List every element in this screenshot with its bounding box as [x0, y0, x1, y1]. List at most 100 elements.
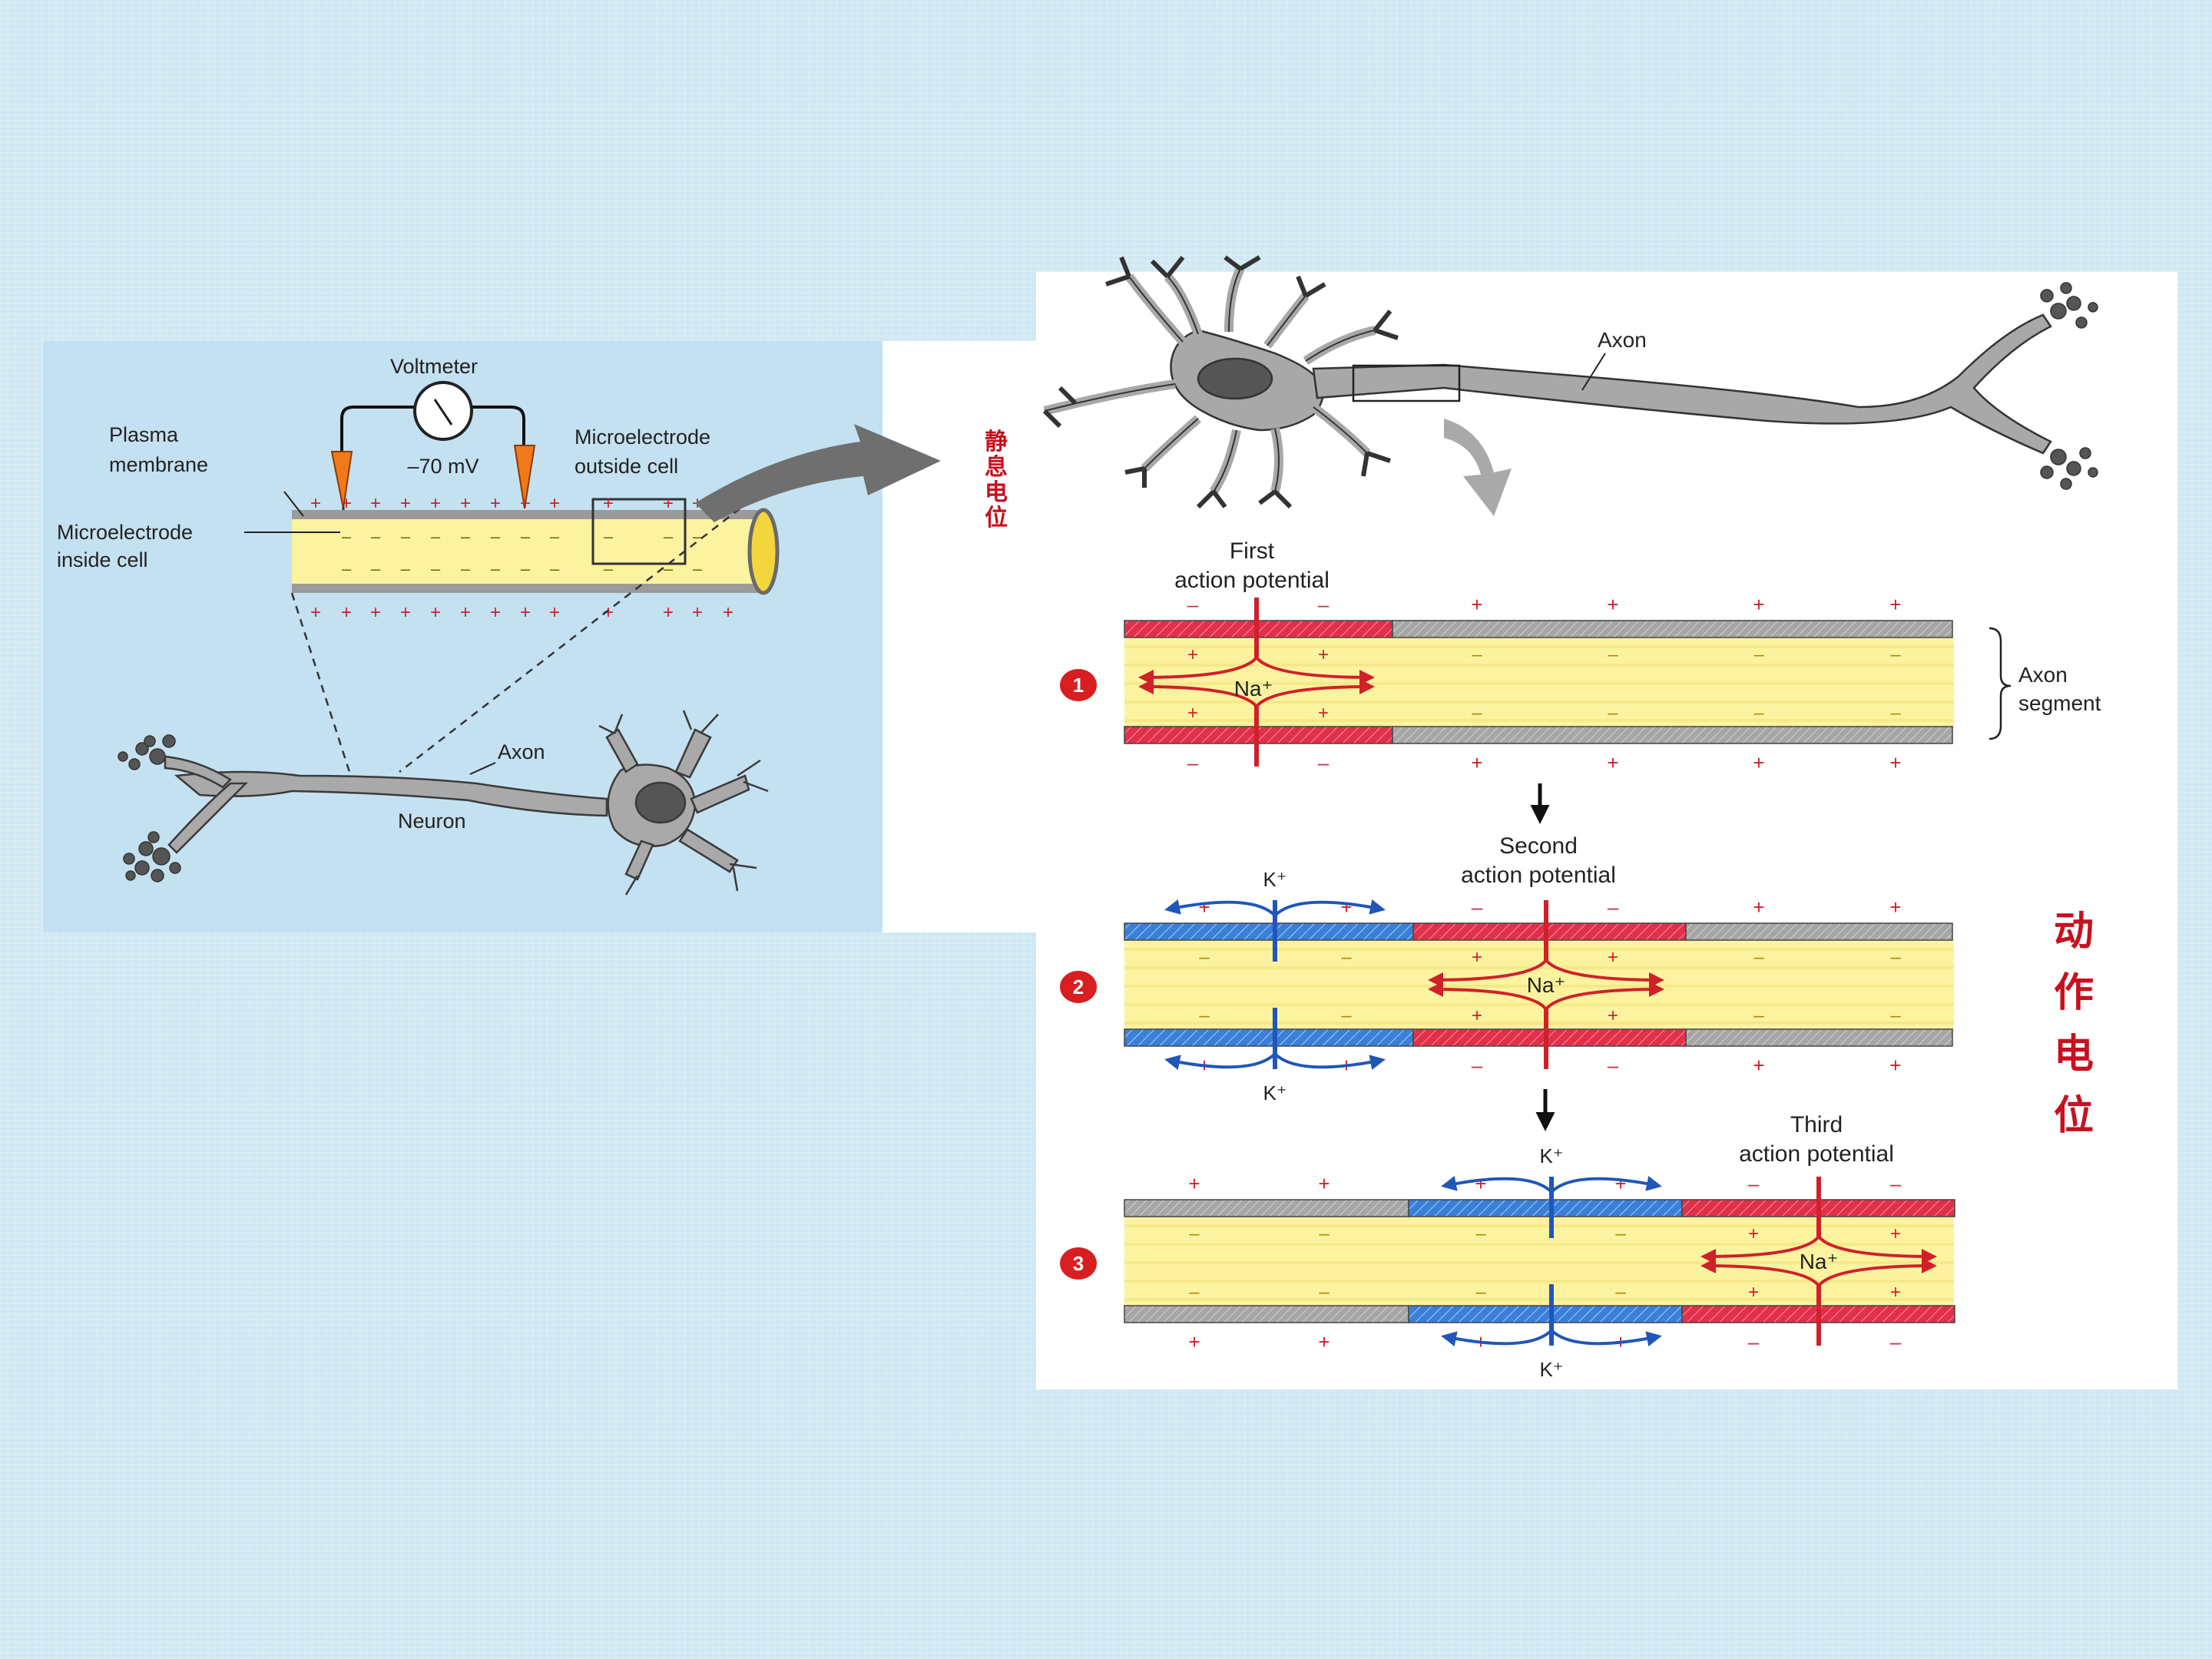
axon-membrane-bottom — [292, 584, 762, 593]
na-flow-arrow-icon — [1255, 679, 1375, 708]
k-ion-label-top: K⁺ — [1539, 1144, 1563, 1167]
left-axon-label: Axon — [498, 740, 545, 763]
inside-minus-charge: – — [431, 559, 441, 578]
outside-charge: – — [1472, 1054, 1483, 1077]
na-flow-arrow-icon — [1817, 1235, 1937, 1264]
outside-charge: + — [1889, 1054, 1901, 1077]
inside-minus-charge: – — [693, 559, 703, 578]
outside-charge: + — [1753, 751, 1764, 774]
inside-charge: – — [1890, 1005, 1901, 1026]
inside-minus-charge: – — [604, 559, 614, 578]
inside-minus-charge: – — [604, 527, 614, 546]
outside-plus-charge: + — [430, 493, 441, 514]
membrane-gray-bottom — [1124, 1305, 1409, 1323]
outside-plus-charge: + — [370, 493, 381, 514]
microelectrode-inside-label-1: Microelectrode — [57, 521, 193, 544]
inside-minus-charge: – — [491, 527, 501, 546]
inside-minus-charge: – — [371, 559, 381, 578]
outside-plus-charge: + — [400, 493, 411, 514]
outside-plus-charge: + — [549, 602, 560, 623]
outside-plus-charge: + — [603, 602, 614, 623]
microelectrode-outside-label-2: outside cell — [575, 455, 678, 478]
inside-charge: + — [1748, 1224, 1759, 1244]
voltmeter-label: Voltmeter — [390, 355, 478, 378]
membrane-red-top — [1412, 922, 1687, 941]
outside-charge: + — [1318, 1172, 1330, 1195]
inside-charge: + — [1187, 703, 1198, 724]
inside-charge: – — [1753, 1005, 1764, 1026]
outside-charge: – — [1890, 1330, 1902, 1353]
outside-charge: + — [1188, 1330, 1200, 1353]
outside-charge: + — [1471, 593, 1482, 616]
plasma-membrane-label-2: membrane — [109, 453, 208, 476]
stage3-title-line2: action potential — [1739, 1141, 1894, 1167]
inside-charge: – — [1753, 947, 1764, 968]
outside-plus-charge: + — [460, 602, 471, 623]
inside-charge: + — [1608, 1005, 1618, 1026]
zoom-box — [591, 498, 687, 565]
k-flow-arrow-icon — [1273, 1052, 1386, 1070]
outside-plus-charge: + — [400, 602, 411, 623]
na-flow-arrow-icon — [1428, 959, 1548, 988]
k-flow-arrow-icon — [1273, 899, 1386, 917]
outside-plus-charge: + — [430, 602, 441, 623]
inside-charge: + — [1187, 644, 1198, 665]
inside-electrode-icon — [330, 451, 353, 509]
inside-charge: – — [1890, 703, 1901, 724]
na-flow-arrow-icon — [1255, 656, 1375, 685]
inside-charge: + — [1472, 947, 1482, 968]
axon-segment-brace-icon — [1988, 627, 2012, 740]
outside-charge: + — [1889, 896, 1901, 919]
resting-potential-figure: Voltmeter –70 mV ++++––++––++––++––++––+… — [57, 355, 941, 896]
plasma-membrane-label-1: Plasma — [109, 423, 179, 446]
outside-charge: + — [1188, 1172, 1200, 1195]
membrane-red-bottom — [1412, 1028, 1687, 1047]
inside-minus-charge: – — [461, 527, 471, 546]
stage3-number: 3 — [1073, 1252, 1084, 1275]
inside-minus-charge: – — [431, 527, 441, 546]
stage2-axon-segment: ++++––––++++––––++++––––Na⁺K⁺K⁺Secondact… — [1060, 833, 1954, 1104]
inside-minus-charge: – — [342, 527, 352, 546]
inside-charge: + — [1890, 1282, 1901, 1303]
inside-minus-charge: – — [521, 559, 531, 578]
outside-charge: – — [1187, 751, 1199, 774]
k-flow-arrow-icon — [1441, 1329, 1553, 1346]
inside-minus-charge: – — [664, 559, 674, 578]
outside-plus-charge: + — [490, 493, 501, 514]
inside-charge: – — [1189, 1224, 1200, 1244]
inside-charge: + — [1608, 947, 1618, 968]
voltmeter-wire-left — [340, 406, 415, 461]
inside-charge: – — [1608, 644, 1618, 665]
outside-plus-charge: + — [310, 602, 321, 623]
outside-charge: – — [1748, 1172, 1760, 1195]
k-flow-arrow-icon — [1164, 1052, 1277, 1070]
na-flow-arrow-icon — [1428, 982, 1548, 1011]
outside-plus-charge: + — [663, 493, 674, 514]
action-potential-vertical-label: 动作电位 — [2054, 908, 2094, 1139]
outside-charge: + — [1318, 1330, 1330, 1353]
outside-plus-charge: + — [341, 493, 352, 514]
zoom-arrow-icon — [695, 424, 941, 522]
neuron-icon — [118, 710, 769, 896]
membrane-gray-bottom — [1392, 726, 1953, 744]
inside-charge: + — [1748, 1282, 1759, 1303]
stage1-number-badge — [1060, 669, 1097, 701]
outside-charge: + — [1471, 751, 1482, 774]
outside-charge: – — [1187, 593, 1199, 616]
membrane-gray-top — [1124, 1199, 1409, 1217]
k-flow-arrow-icon — [1441, 1176, 1553, 1194]
membrane-gray-bottom — [1685, 1028, 1953, 1047]
inside-charge: – — [1615, 1282, 1626, 1303]
inside-charge: + — [1318, 703, 1329, 724]
axon-membrane-top — [292, 510, 762, 519]
inside-minus-charge: – — [693, 527, 703, 546]
stage2-number-badge — [1060, 971, 1097, 1003]
outside-plus-charge: + — [490, 602, 501, 623]
axon-segment-label-1: Axon — [2018, 663, 2068, 687]
inside-charge: + — [1318, 644, 1329, 665]
k-flow-arrow-icon — [1164, 899, 1277, 917]
inside-minus-charge: – — [371, 527, 381, 546]
inside-charge: – — [1189, 1282, 1200, 1303]
inside-minus-charge: – — [491, 559, 501, 578]
